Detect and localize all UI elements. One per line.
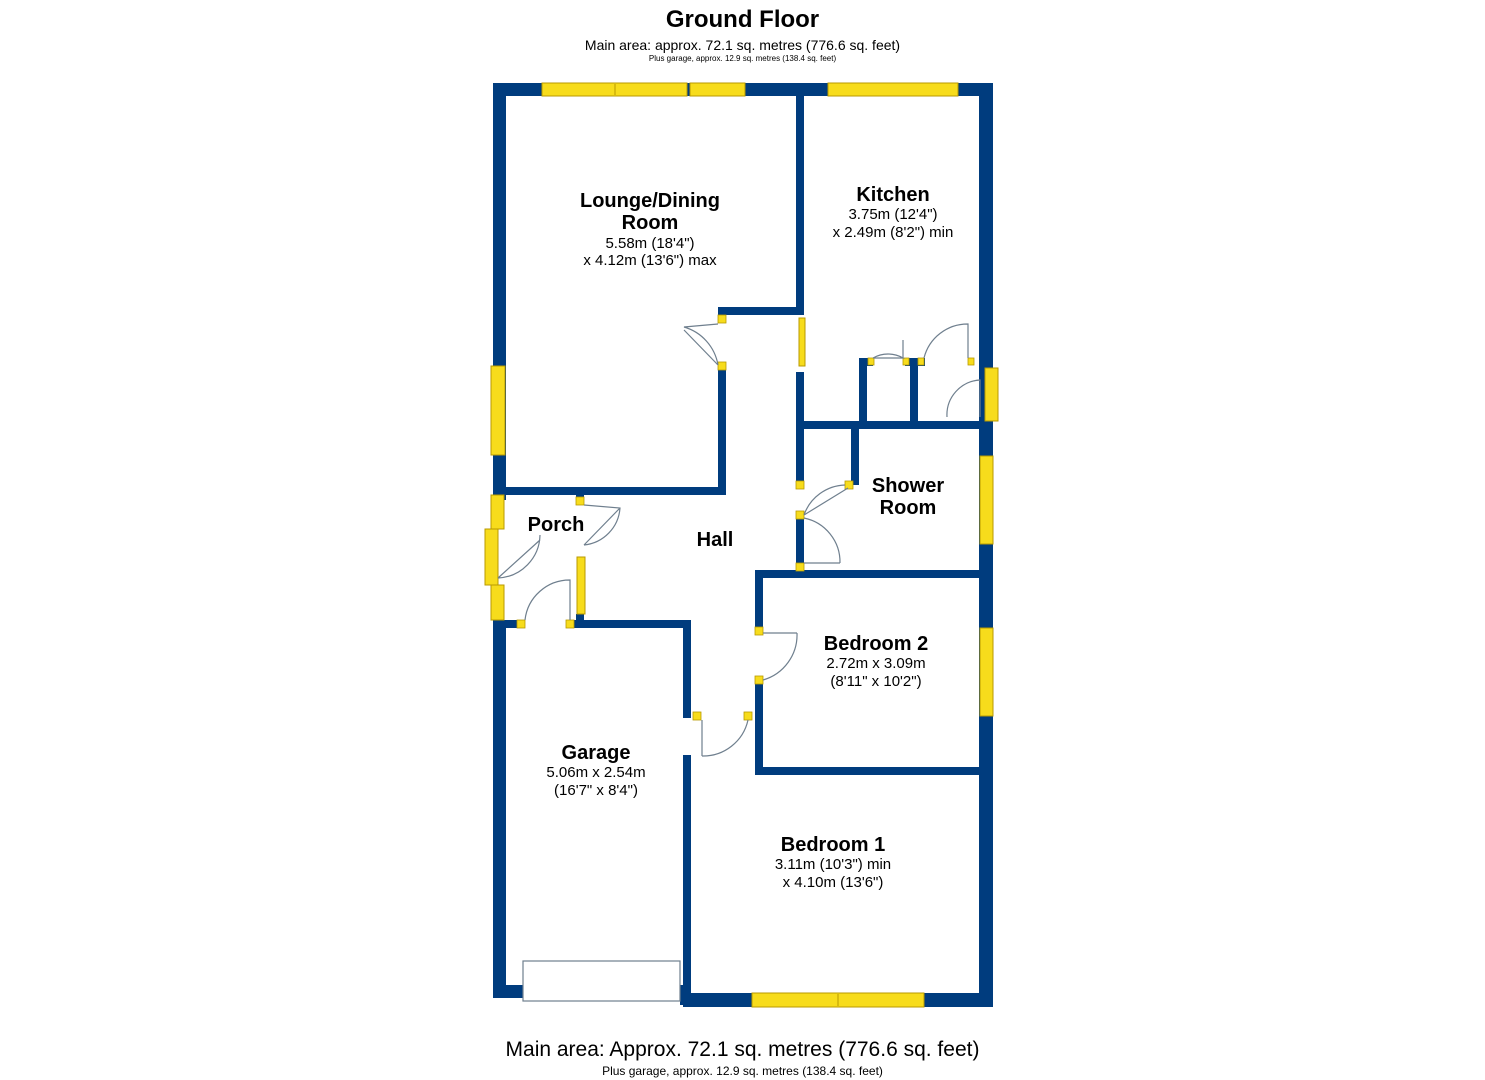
kitchen-dim-1: 3.75m (12'4")	[848, 206, 937, 223]
porch-name: Porch	[528, 514, 585, 536]
lounge-name-2: Room	[622, 212, 679, 234]
door-bedroom1	[701, 719, 749, 757]
door-cupboard-2	[923, 323, 969, 359]
garage-door	[522, 960, 681, 1002]
door-kitchen-back	[946, 379, 981, 418]
door-lounge	[683, 323, 719, 366]
window-shower-right	[979, 455, 994, 545]
kitchen-dim-2: x 2.49m (8'2") min	[833, 224, 954, 241]
wall-lounge-right-lower	[718, 369, 726, 495]
door-cupboard-1	[872, 340, 906, 359]
wall-right	[979, 83, 993, 1007]
wall-lounge-notch	[718, 307, 804, 315]
footer-garage-area: Plus garage, approx. 12.9 sq. metres (13…	[602, 1064, 883, 1078]
wall-garage-top	[493, 620, 523, 628]
bedroom1-dim-2: x 4.10m (13'6")	[783, 874, 884, 891]
bedroom1-name: Bedroom 1	[781, 834, 885, 856]
wall-porch-hall-lower	[576, 614, 584, 628]
window-porch-left-3	[490, 584, 505, 621]
door-bedroom2	[762, 632, 798, 681]
wall-cupboard-2	[910, 362, 918, 429]
window-porch-hall	[576, 556, 586, 615]
wall-shower-left-low	[796, 519, 804, 571]
wall-garage-top-right	[570, 620, 690, 628]
shower-name-1: Shower	[872, 475, 944, 497]
windows	[484, 82, 999, 1008]
garage-dim-2: (16'7" x 8'4")	[554, 782, 638, 799]
door-front	[497, 534, 541, 579]
wall-lounge-kitchen	[796, 96, 804, 315]
wall-shower-inner	[851, 429, 859, 485]
shower-name-2: Room	[880, 497, 937, 519]
door-porch-hall	[583, 504, 621, 546]
door-hall-shower	[803, 517, 841, 564]
plan-title: Ground Floor	[665, 6, 820, 33]
garage-dim-1: 5.06m x 2.54m	[546, 764, 645, 781]
wall-bed2-bottom	[755, 767, 986, 775]
door-shower	[803, 484, 849, 516]
window-porch-left-1	[490, 494, 505, 530]
bedroom1-dim-1: 3.11m (10'3") min	[775, 856, 891, 873]
wall-bottom-garage	[493, 985, 523, 998]
wall-kitchen-left-lower	[796, 372, 804, 429]
window-kitchen-door	[984, 367, 999, 422]
hall-name: Hall	[697, 529, 734, 551]
lounge-name-1: Lounge/Dining	[580, 190, 720, 212]
room-labels: Lounge/Dining Room 5.58m (18'4") x 4.12m…	[528, 184, 954, 891]
wall-left-lower	[493, 620, 506, 998]
wall-cupboard-1	[859, 358, 867, 429]
lounge-dim-2: x 4.12m (13'6") max	[583, 252, 717, 269]
lounge-dim-1: 5.58m (18'4")	[605, 235, 694, 252]
wall-garage-right-lower	[683, 755, 691, 1005]
wall-lounge-bottom	[493, 487, 726, 495]
window-porch-left-2	[484, 528, 499, 586]
garage-name: Garage	[562, 742, 631, 764]
wall-bed2-left-lower	[755, 682, 763, 775]
door-swings	[497, 323, 981, 757]
bedroom2-name: Bedroom 2	[824, 633, 928, 655]
window-kitchen-hall	[798, 317, 806, 367]
wall-bed2-top	[755, 570, 986, 578]
plan-subtitle: Main area: approx. 72.1 sq. metres (776.…	[584, 37, 901, 53]
window-lounge-top-2	[689, 82, 746, 97]
wall-cupboard-top	[905, 358, 925, 366]
wall-garage-bottom-right	[680, 985, 691, 1005]
wall-garage-right-upper	[683, 620, 691, 718]
bedroom2-dim-2: (8'11" x 10'2")	[830, 673, 921, 690]
wall-shower-left	[796, 429, 804, 485]
wall-cupboard-top-left	[859, 358, 873, 366]
plan-subtitle-small: Plus garage, approx. 12.9 sq. metres (13…	[648, 54, 837, 63]
kitchen-name: Kitchen	[856, 184, 929, 206]
bedroom2-dim-1: 2.72m x 3.09m	[826, 655, 925, 672]
wall-bed2-left-upper	[755, 570, 763, 632]
wall-kitchen-bottom	[796, 421, 986, 429]
window-lounge-left	[490, 365, 506, 456]
window-kitchen-top	[827, 82, 959, 97]
window-bedroom2-right	[979, 627, 994, 717]
door-garage	[524, 579, 571, 621]
footer-main-area: Main area: Approx. 72.1 sq. metres (776.…	[505, 1038, 980, 1061]
